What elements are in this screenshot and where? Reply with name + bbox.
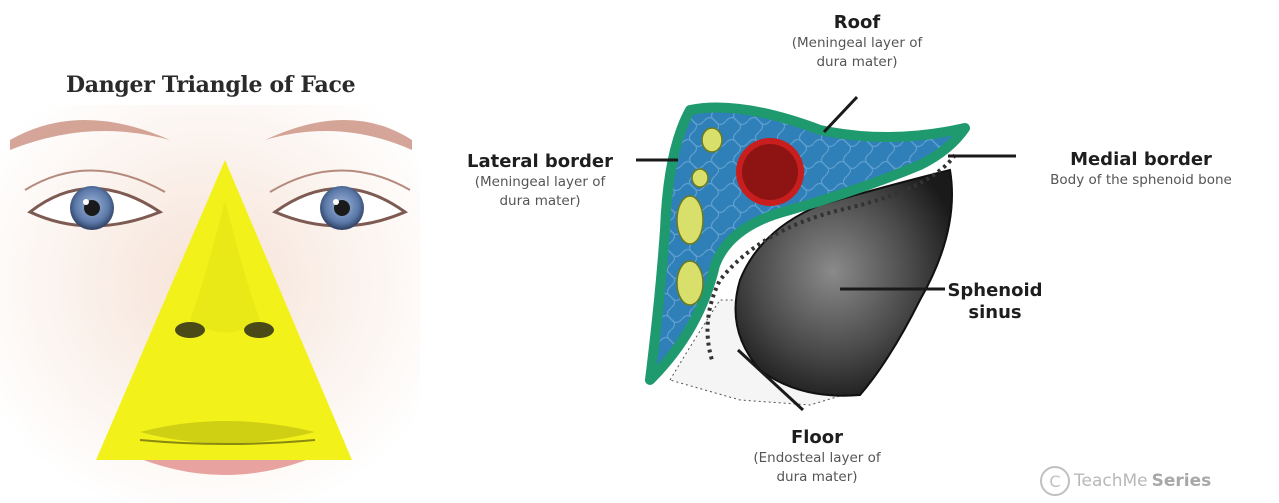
roof-detail-line-1: (Meningeal layer of	[752, 34, 962, 53]
sphenoid-sinus-label: Sphenoid sinus	[930, 280, 1060, 324]
roof-title: Roof	[752, 12, 962, 34]
floor-label: Floor (Endosteal layer of dura mater)	[712, 427, 922, 487]
floor-detail-line-2: dura mater)	[712, 468, 922, 487]
medial-border-title: Medial border	[1010, 149, 1272, 171]
right-nostril	[244, 322, 274, 338]
lateral-border-detail-line-1: (Meningeal layer of	[440, 173, 640, 192]
copyright-c-icon: C	[1040, 466, 1070, 496]
nerve-ophthalmic	[677, 196, 703, 244]
artery-lumen	[742, 144, 798, 200]
logo-text-bold: Series	[1152, 471, 1212, 491]
medial-border-detail: Body of the sphenoid bone	[1010, 171, 1272, 190]
left-nostril	[175, 322, 205, 338]
medial-border-label: Medial border Body of the sphenoid bone	[1010, 149, 1272, 190]
floor-title: Floor	[712, 427, 922, 449]
nerve-maxillary	[677, 261, 703, 305]
lateral-border-detail-line-2: dura mater)	[440, 192, 640, 211]
face-title: Danger Triangle of Face	[66, 72, 355, 98]
sinus-diagram	[650, 108, 965, 406]
roof-label: Roof (Meningeal layer of dura mater)	[752, 12, 962, 72]
roof-leader-line	[824, 97, 857, 132]
sphenoid-sinus-title-line-2: sinus	[930, 302, 1060, 324]
nerve-trochlear	[692, 169, 708, 187]
sphenoid-sinus-title-line-1: Sphenoid	[930, 280, 1060, 302]
roof-detail-line-2: dura mater)	[752, 53, 962, 72]
lateral-border-title: Lateral border	[440, 151, 640, 173]
logo-text-light: TeachMe	[1074, 471, 1148, 491]
lateral-border-label: Lateral border (Meningeal layer of dura …	[440, 151, 640, 211]
face-illustration	[0, 105, 420, 503]
nerve-oculomotor	[702, 128, 722, 152]
floor-detail-line-1: (Endosteal layer of	[712, 449, 922, 468]
